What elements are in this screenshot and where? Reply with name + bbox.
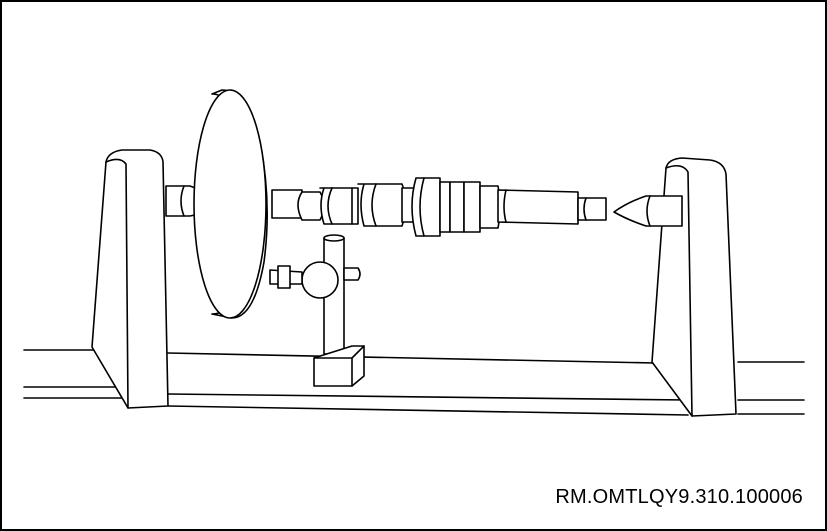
lathe-bed xyxy=(23,349,805,416)
figure-reference-code: RM.OMTLQY9.310.100006 xyxy=(555,486,803,508)
shaft xyxy=(271,177,607,237)
left-center-support xyxy=(91,149,169,409)
disc xyxy=(193,89,268,319)
dial-gauge-stand xyxy=(269,234,365,387)
right-center-point xyxy=(613,195,683,227)
